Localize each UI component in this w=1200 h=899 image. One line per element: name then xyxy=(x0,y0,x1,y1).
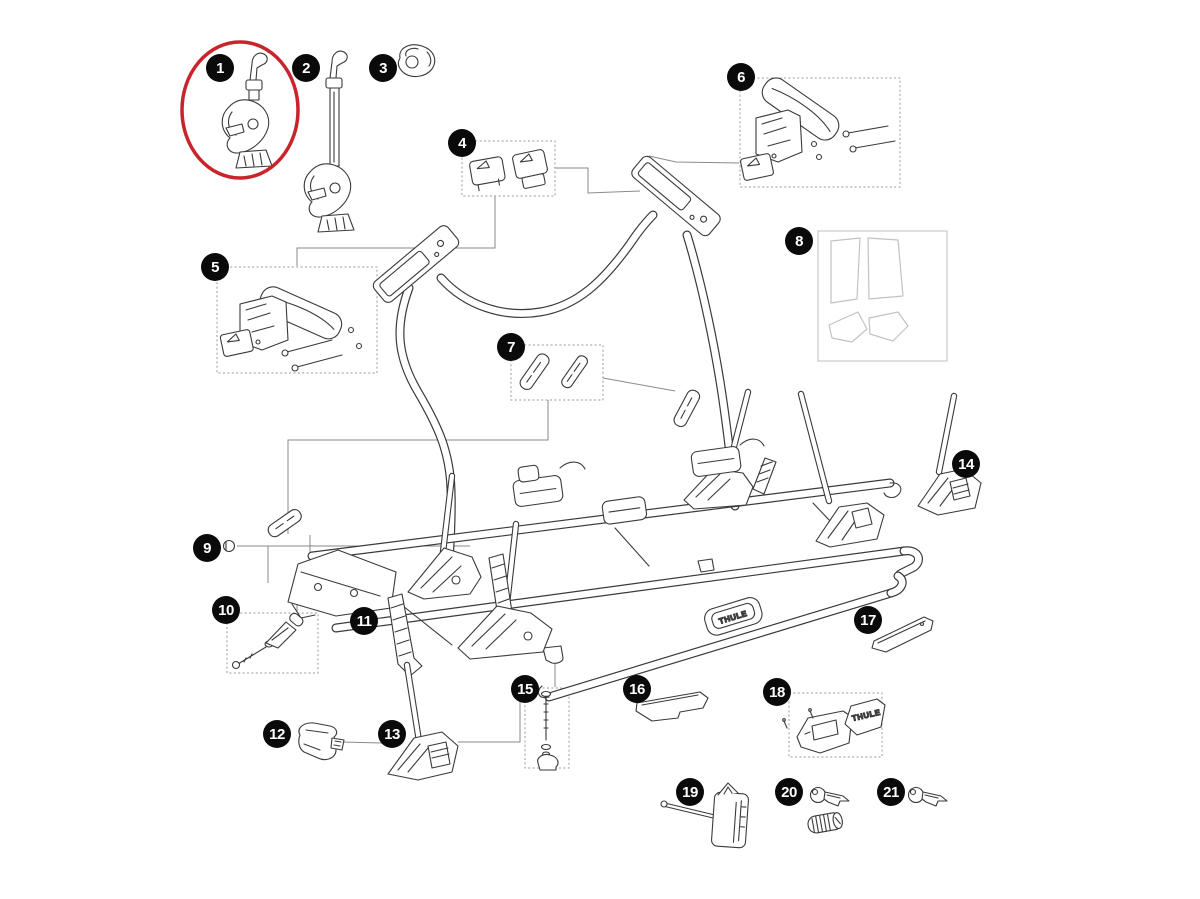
part-7-lever-pair[interactable] xyxy=(518,352,590,392)
part-21-key[interactable] xyxy=(907,786,948,807)
part-2-clamp-long[interactable] xyxy=(303,50,355,233)
part-badge-2[interactable]: 2 xyxy=(292,54,320,82)
part-badge-17[interactable]: 17 xyxy=(854,606,882,634)
part-6-box xyxy=(739,77,901,188)
part-badge-12[interactable]: 12 xyxy=(263,720,291,748)
part-badge-7[interactable]: 7 xyxy=(497,333,525,361)
part-8-box xyxy=(817,230,948,362)
part-badge-18[interactable]: 18 xyxy=(763,678,791,706)
part-7-box xyxy=(510,344,604,401)
part-1-clamp-short[interactable] xyxy=(221,52,273,169)
part-badge-21[interactable]: 21 xyxy=(877,778,905,806)
part-15-bolt-kit[interactable] xyxy=(537,690,559,771)
part-5-box xyxy=(216,266,378,374)
part-12-cover-piece[interactable] xyxy=(298,722,345,761)
part-19-buckle-pin[interactable] xyxy=(660,782,749,849)
main-frame-assembly: THULE xyxy=(222,155,923,702)
brand-plate: THULE xyxy=(704,597,763,636)
frame-right-bracket xyxy=(631,155,721,237)
part-badge-19[interactable]: 19 xyxy=(676,778,704,806)
part-badge-16[interactable]: 16 xyxy=(623,675,651,703)
part-badge-4[interactable]: 4 xyxy=(448,129,476,157)
part-18-logo-cover-kit[interactable]: THULE xyxy=(782,698,886,754)
platform-rails xyxy=(307,478,923,702)
part-badge-11[interactable]: 11 xyxy=(350,607,378,635)
part-8-protection-pads[interactable] xyxy=(828,237,909,343)
frame-left-bracket xyxy=(372,225,460,303)
part-badge-8[interactable]: 8 xyxy=(785,227,813,255)
part-14-wheel-holder[interactable] xyxy=(917,392,982,516)
part-6-bracket-kit[interactable] xyxy=(740,73,896,181)
group-boxes xyxy=(216,77,948,769)
part-badge-1[interactable]: 1 xyxy=(206,54,234,82)
part-1-highlight-ring xyxy=(180,40,300,180)
part-badge-15[interactable]: 15 xyxy=(511,675,539,703)
part-16-cover-plate[interactable] xyxy=(635,691,709,722)
part-badge-3[interactable]: 3 xyxy=(369,54,397,82)
part-badge-9[interactable]: 9 xyxy=(193,534,221,562)
part-10-screw-wedge-kit[interactable] xyxy=(231,612,305,670)
part-10-box xyxy=(226,612,319,674)
part-3-jaw-pad[interactable] xyxy=(397,44,436,78)
part-badge-5[interactable]: 5 xyxy=(201,253,229,281)
part-17-cover-plate[interactable] xyxy=(871,616,934,653)
part-13-wheel-holder[interactable] xyxy=(387,661,459,781)
part-badge-20[interactable]: 20 xyxy=(775,778,803,806)
part-drawings: THULE xyxy=(219,44,982,849)
part-4-clip-pair[interactable] xyxy=(469,149,550,192)
part-18-box xyxy=(788,692,883,758)
part-11-ratchet-strap[interactable] xyxy=(387,593,423,677)
rail-clamp-blocks xyxy=(512,438,765,525)
part-badge-6[interactable]: 6 xyxy=(727,63,755,91)
callout-lines xyxy=(237,155,740,744)
rail-end-bracket xyxy=(222,389,701,619)
part-badge-14[interactable]: 14 xyxy=(952,450,980,478)
part-badge-13[interactable]: 13 xyxy=(378,720,406,748)
part-4-box xyxy=(461,140,556,197)
part-badge-10[interactable]: 10 xyxy=(212,596,240,624)
part-20-lock-cylinder-key[interactable] xyxy=(807,786,850,835)
part-5-bracket-kit[interactable] xyxy=(219,283,363,372)
